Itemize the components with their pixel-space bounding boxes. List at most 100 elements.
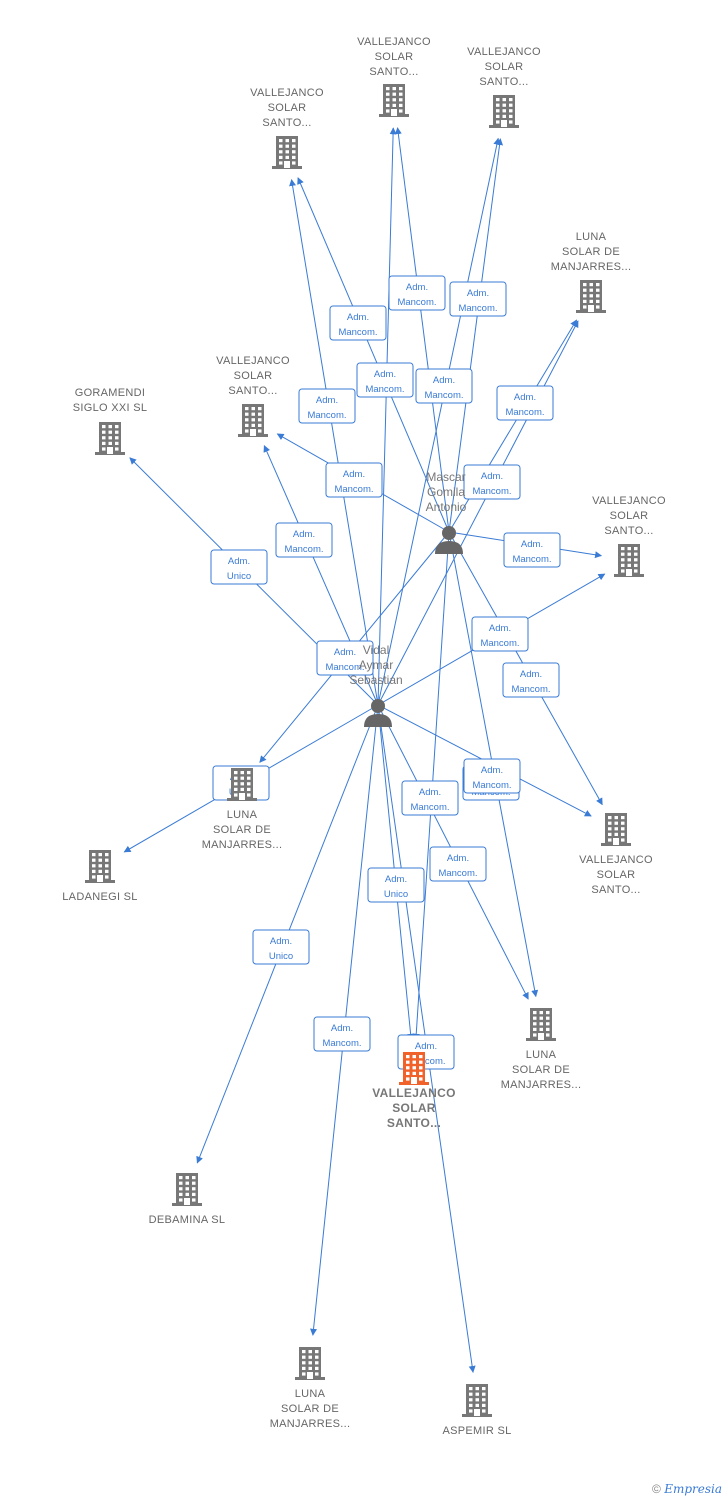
company-name: SANTO...	[369, 66, 418, 78]
company-name: SOLAR	[597, 869, 636, 881]
company-name: DEBAMINA SL	[149, 1214, 226, 1226]
edge-label[interactable]: Adm.Mancom.	[471, 616, 529, 652]
edge-label-box	[325, 462, 383, 498]
edge-label[interactable]: Adm.Mancom.	[463, 758, 521, 794]
edge-label-text: Mancom.	[322, 1038, 361, 1049]
edge-label-box	[329, 305, 387, 341]
brand-logo-text[interactable]: Empresia	[664, 1482, 722, 1496]
company-name: SOLAR	[392, 1101, 436, 1115]
edge-label[interactable]: Adm.Mancom.	[316, 640, 374, 676]
edge-label[interactable]: Adm.Mancom.	[502, 662, 560, 698]
edge-label-text: Adm.	[467, 288, 489, 299]
copyright-symbol: ©	[652, 1482, 661, 1496]
building-icon	[85, 850, 115, 883]
edge-label-box	[210, 549, 268, 585]
company-name: VALLEJANCO	[372, 1086, 455, 1100]
company-name: VALLEJANCO	[216, 355, 290, 367]
edge-p1-c1	[394, 127, 450, 533]
edge-label[interactable]: Adm. Unico	[252, 929, 310, 965]
company-node[interactable]: DEBAMINA SL	[149, 1173, 226, 1226]
company-node[interactable]: VALLEJANCOSOLARSANTO...	[372, 1052, 455, 1130]
edge-label[interactable]: Adm. Unico	[367, 867, 425, 903]
company-node[interactable]: VALLEJANCOSOLARSANTO...	[250, 87, 324, 169]
edge-label[interactable]: Adm.Mancom.	[496, 385, 554, 421]
edge-label-text: Mancom.	[511, 684, 550, 695]
edge-label-box	[503, 532, 561, 568]
edge-label-box	[356, 362, 414, 398]
edge-label[interactable]: Adm.Mancom.	[325, 462, 383, 498]
edge-label-text: Adm.	[316, 395, 338, 406]
person-name: Mascar	[426, 470, 465, 484]
edge-label-text: Adm.	[481, 471, 503, 482]
edge-label-box	[415, 368, 473, 404]
edge-label-text: Adm.	[334, 647, 356, 658]
company-name: SIGLO XXI SL	[73, 402, 148, 414]
building-icon	[526, 1008, 556, 1041]
company-name: SOLAR	[234, 370, 273, 382]
company-name: VALLEJANCO	[579, 854, 653, 866]
company-node[interactable]: ASPEMIR SL	[442, 1384, 511, 1437]
person-name: Vidal	[363, 643, 389, 657]
edge-p2-c4	[377, 320, 579, 706]
company-node[interactable]: VALLEJANCOSOLARSANTO...	[592, 495, 666, 577]
company-name: MANJARRES...	[551, 261, 632, 273]
edge-label[interactable]: Adm.Mancom.	[388, 275, 446, 311]
edge-label-text: Adm.	[270, 936, 292, 947]
company-node[interactable]: LADANEGI SL	[62, 850, 137, 903]
company-name: LUNA	[576, 231, 607, 243]
building-icon	[379, 84, 409, 117]
company-name: VALLEJANCO	[467, 46, 541, 58]
edge-label-box	[316, 640, 374, 676]
edge-label-text: Mancom.	[480, 638, 519, 649]
edge-label[interactable]: Adm.Mancom.	[401, 780, 459, 816]
footer-credit: © Empresia	[652, 1482, 722, 1496]
nodes-layer: VALLEJANCOSOLARSANTO...VALLEJANCOSOLARSA…	[62, 36, 666, 1437]
company-node[interactable]: VALLEJANCOSOLARSANTO...	[467, 46, 541, 128]
company-node[interactable]: GORAMENDI SIGLO XXI SL	[73, 387, 148, 455]
edge-label-box	[298, 388, 356, 424]
company-node[interactable]: VALLEJANCOSOLARSANTO...	[357, 36, 431, 117]
edge-label[interactable]: Adm.Mancom.	[356, 362, 414, 398]
company-name: LUNA	[526, 1049, 557, 1061]
building-icon	[601, 813, 631, 846]
edge-label-box	[449, 281, 507, 317]
edge-label-box	[367, 867, 425, 903]
company-name: SOLAR	[610, 510, 649, 522]
company-node[interactable]: VALLEJANCO SOLAR SANTO...	[579, 813, 653, 896]
edge-label[interactable]: Adm.Mancom.	[313, 1016, 371, 1052]
edge-label-text: Mancom.	[397, 297, 436, 308]
edge-label[interactable]: Adm.Mancom.	[503, 532, 561, 568]
edge-label-text: Unico	[269, 951, 293, 962]
edge-p1-c4	[448, 319, 577, 533]
company-name: SANTO...	[591, 884, 640, 896]
edge-label[interactable]: Adm.Mancom.	[463, 464, 521, 500]
company-name: SANTO...	[604, 525, 653, 537]
edge-label-text: Adm.	[415, 1041, 437, 1052]
edge-label[interactable]: Adm.Unico	[210, 549, 268, 585]
company-node[interactable]: VALLEJANCOSOLARSANTO...	[216, 355, 290, 437]
company-name: GORAMENDI	[75, 387, 146, 399]
edge-label[interactable]: Adm.Mancom.	[449, 281, 507, 317]
edge-label[interactable]: Adm.Mancom.	[415, 368, 473, 404]
company-name: VALLEJANCO	[357, 36, 431, 48]
edge-label-box	[471, 616, 529, 652]
edge-label-text: Mancom.	[410, 802, 449, 813]
edge-label-box	[496, 385, 554, 421]
company-name: VALLEJANCO	[250, 87, 324, 99]
edge-label-text: Unico	[384, 889, 408, 900]
edge-label[interactable]: Adm.Mancom.	[429, 846, 487, 882]
edge-label[interactable]: Adm.Mancom.	[329, 305, 387, 341]
edge-label[interactable]: Adm.Mancom.	[298, 388, 356, 424]
edge-label[interactable]: Adm.Mancom.	[275, 522, 333, 558]
edge-label-text: Adm.	[374, 369, 396, 380]
company-name: SANTO...	[262, 117, 311, 129]
edge-label-text: Mancom.	[284, 544, 323, 555]
edge-p2-c1	[377, 127, 397, 706]
edge-label-text: Adm.	[385, 874, 407, 885]
